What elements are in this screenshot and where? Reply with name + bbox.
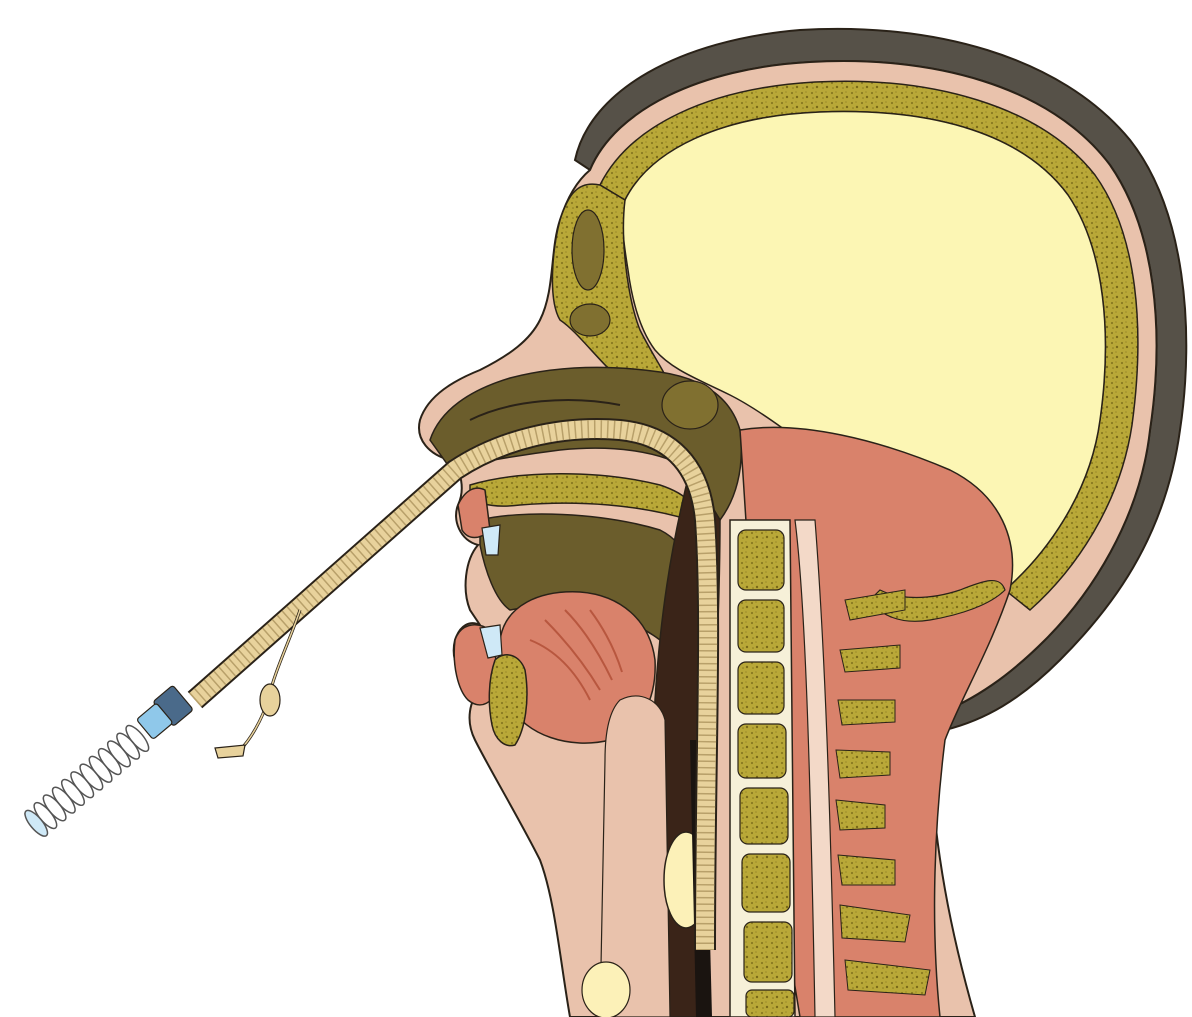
vertebra (740, 788, 788, 844)
frontal-sinus (572, 210, 604, 290)
tube-connector (134, 685, 193, 742)
vertebra (738, 662, 784, 714)
vertebra (738, 530, 784, 590)
corrugated-hose (21, 722, 152, 839)
mandible (489, 655, 527, 746)
vertebra (744, 922, 792, 982)
sphenoid-sinus (662, 381, 718, 429)
pilot-balloon (260, 684, 280, 716)
vertebra (742, 854, 790, 912)
vertebra (738, 724, 786, 778)
cervical-spine (730, 520, 795, 1017)
thyroid-cartilage (582, 962, 630, 1017)
vertebra (738, 600, 784, 652)
ethmoid-cell (570, 304, 610, 336)
pilot-valve (215, 745, 245, 758)
vertebra (746, 990, 794, 1017)
